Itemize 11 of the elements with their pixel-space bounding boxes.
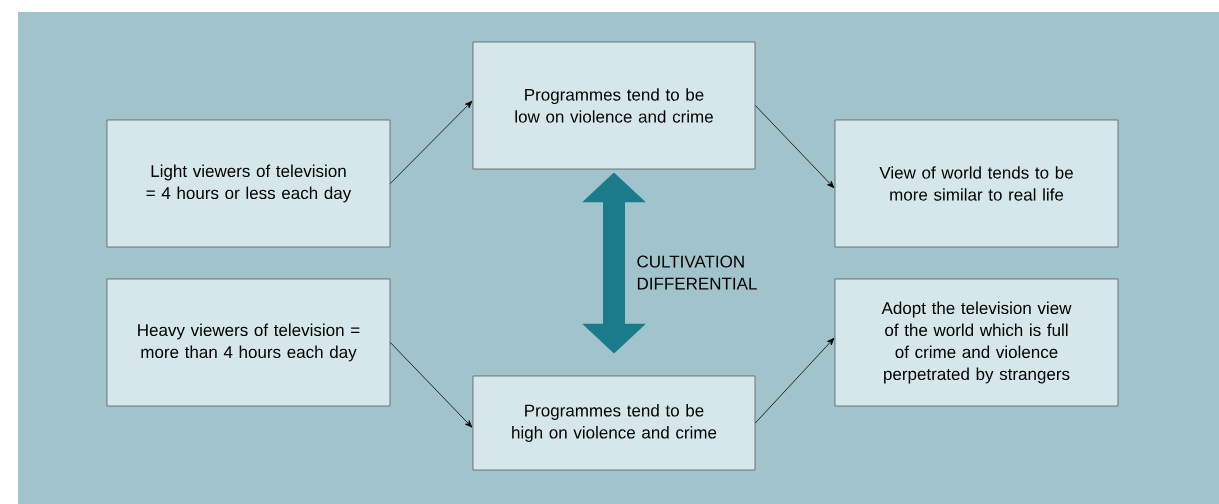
process-box: Programmes tend to be low on violence and crime [472, 41, 756, 170]
process-box: Adopt the television view of the world which is full of crime and violence perpetrated by strangers [834, 278, 1119, 407]
arrow [754, 337, 835, 424]
process-box: Programmes tend to be high on violence and crime [472, 375, 756, 471]
arrow [754, 105, 835, 189]
arrow [389, 100, 473, 184]
process-box: View of world tends to be more similar to real life [834, 119, 1119, 248]
edge-label: CULTIVATION DIFFERENTIAL [634, 253, 764, 292]
process-box: Light viewers of television = 4 hours or less each day [106, 119, 391, 248]
arrow [389, 342, 473, 428]
process-box: Heavy viewers of television = more than 4 hours each day [106, 278, 391, 407]
